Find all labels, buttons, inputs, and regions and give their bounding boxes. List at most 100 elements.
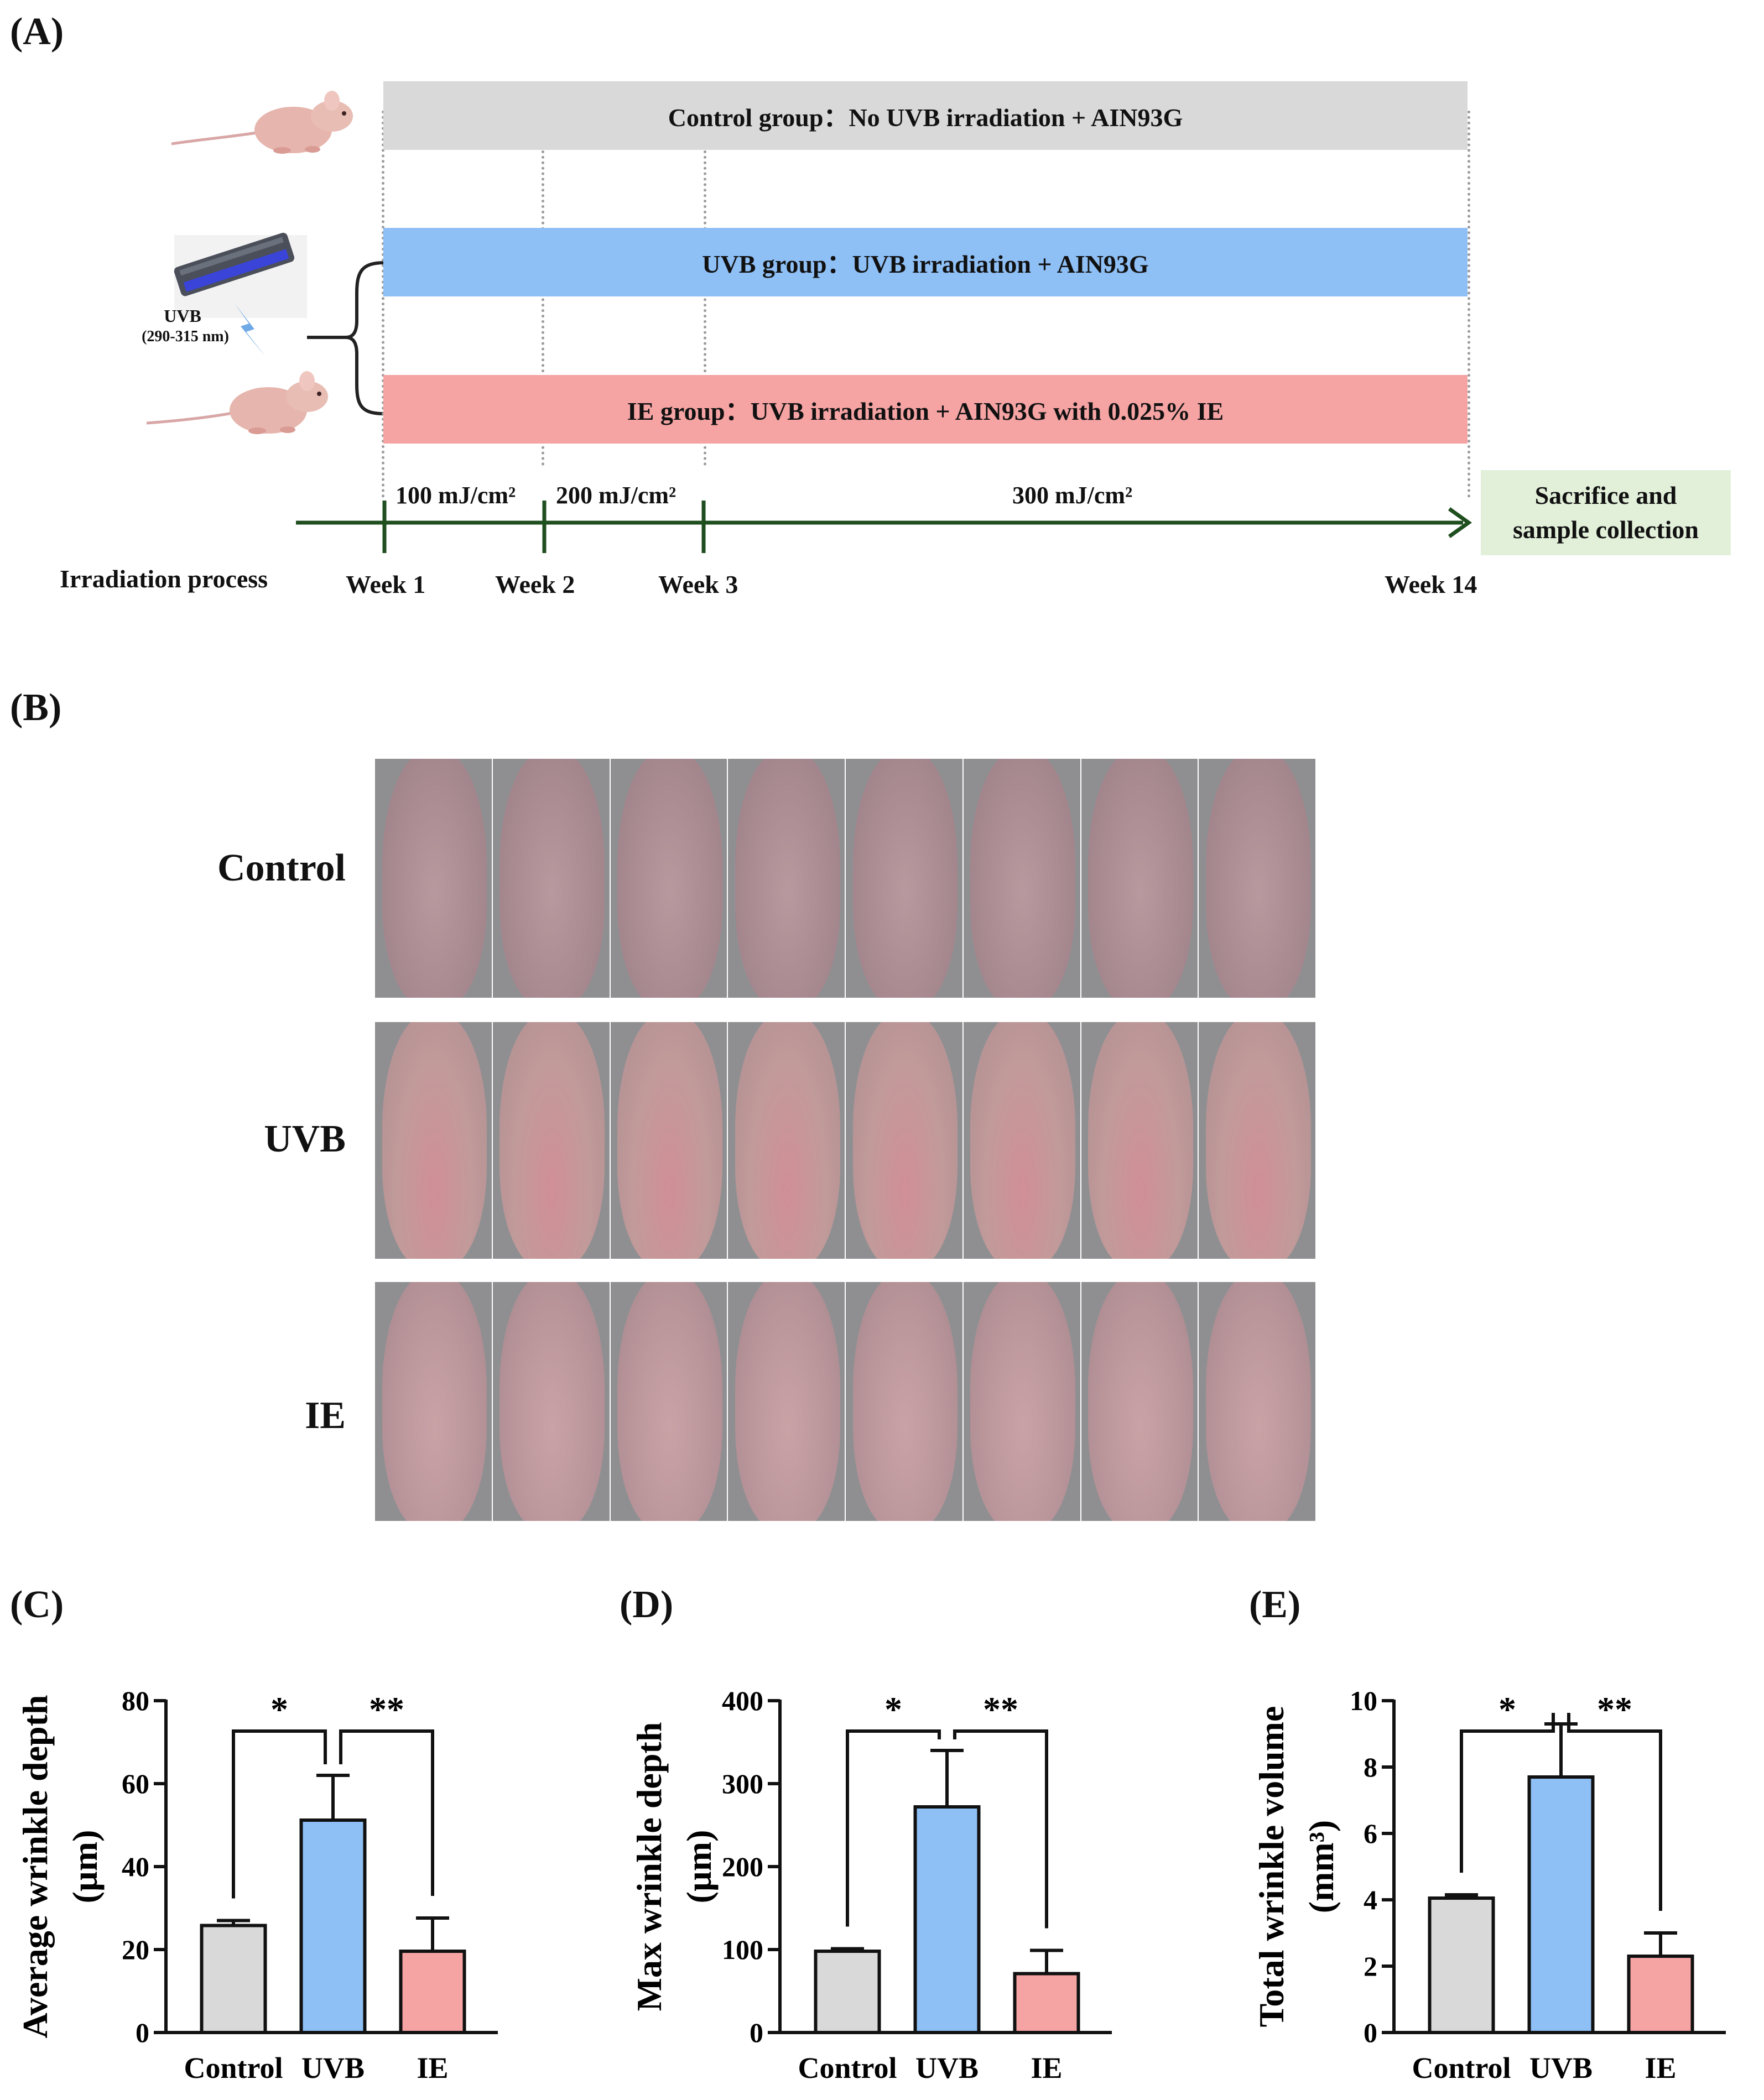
y-tick-label: 20 bbox=[122, 1934, 149, 1965]
x-category-label: IE bbox=[1031, 2051, 1062, 2085]
week14-guide bbox=[1468, 111, 1470, 498]
mouse-photo bbox=[610, 759, 727, 998]
x-category-label: IE bbox=[1645, 2051, 1676, 2085]
significance-bracket bbox=[339, 1729, 434, 1896]
mouse-photo bbox=[375, 1022, 492, 1259]
mouse-photo bbox=[492, 1282, 610, 1521]
mouse-photo bbox=[728, 1022, 845, 1259]
mouse-photo bbox=[963, 1022, 1080, 1259]
week-2-label: Week 2 bbox=[495, 570, 575, 598]
mouse-photo bbox=[1081, 1282, 1198, 1521]
significance-bracket bbox=[953, 1729, 1048, 1929]
y-tick-label: 400 bbox=[722, 1685, 763, 1716]
y-axis-title: Average wrinkle depth bbox=[15, 1695, 55, 2039]
ie-group-bar: IE group：UVB irradiation + AIN93G with 0… bbox=[383, 375, 1468, 444]
mouse-photo bbox=[728, 1282, 845, 1521]
y-tick-label: 8 bbox=[1364, 1752, 1377, 1783]
dose-week3-plus: 300 mJ/cm² bbox=[1012, 482, 1133, 509]
endpoint-line1: Sacrifice and bbox=[1534, 481, 1677, 509]
irradiated-mouse-icon bbox=[146, 371, 328, 434]
significance-marker: * bbox=[884, 1690, 902, 1729]
y-axis-unit: (mm³) bbox=[1302, 1820, 1341, 1913]
row-label-control: Control bbox=[217, 847, 346, 889]
control-mouse-icon bbox=[171, 91, 353, 154]
panel-e-label: (E) bbox=[1249, 1583, 1301, 1626]
x-category-label: Control bbox=[798, 2051, 897, 2085]
timeline-arrow bbox=[296, 501, 1472, 553]
endpoint-line2: sample collection bbox=[1513, 515, 1699, 544]
significance-marker: ** bbox=[369, 1690, 404, 1729]
mouse-photo bbox=[1081, 759, 1198, 998]
mouse-photo bbox=[1199, 1022, 1315, 1259]
uvb-lamp-icon bbox=[174, 232, 307, 357]
significance-marker: * bbox=[1498, 1690, 1516, 1729]
x-category-label: UVB bbox=[301, 2051, 365, 2085]
bar-uvb bbox=[299, 1818, 367, 2034]
significance-marker: ** bbox=[1597, 1690, 1632, 1729]
irradiation-process-label: Irradiation process bbox=[60, 565, 268, 593]
y-tick-label: 80 bbox=[122, 1685, 149, 1716]
bar-ie bbox=[1013, 1972, 1080, 2034]
significance-marker: * bbox=[270, 1690, 288, 1729]
mouse-photo bbox=[1199, 759, 1315, 998]
panel-b-label: (B) bbox=[10, 686, 62, 729]
significance-bracket bbox=[1567, 1713, 1662, 1911]
x-category-label: IE bbox=[417, 2051, 448, 2085]
x-category-label: UVB bbox=[1529, 2051, 1593, 2085]
bar-ie bbox=[399, 1950, 466, 2034]
significance-bracket bbox=[232, 1729, 327, 1899]
week-14-label: Week 14 bbox=[1385, 570, 1477, 598]
y-tick-label: 100 bbox=[722, 1934, 763, 1965]
week-1-label: Week 1 bbox=[346, 570, 426, 598]
week3-guide bbox=[704, 150, 706, 466]
uvb-photo-row bbox=[375, 1022, 1315, 1259]
mouse-photo bbox=[728, 759, 845, 998]
bar-uvb bbox=[1527, 1775, 1595, 2034]
row-label-uvb: UVB bbox=[264, 1118, 346, 1160]
y-tick-label: 6 bbox=[1364, 1818, 1377, 1849]
y-axis-title: Total wrinkle volume bbox=[1252, 1706, 1291, 2028]
panel-c-label: (C) bbox=[10, 1583, 64, 1626]
endpoint-box: Sacrifice and sample collection bbox=[1481, 470, 1731, 555]
chart-average-wrinkle-depth: Average wrinkle depth(µm) 0 20 40 60 80Contro… bbox=[15, 1685, 498, 2085]
ie-photo-row bbox=[375, 1282, 1315, 1521]
week2-guide bbox=[542, 150, 544, 466]
bar-uvb bbox=[913, 1805, 981, 2034]
y-axis-unit: (µm) bbox=[65, 1830, 105, 1904]
chart-max-wrinkle-depth: Max wrinkle depth(µm)0100200300400Contro… bbox=[629, 1685, 1112, 2085]
significance-bracket bbox=[1460, 1713, 1555, 1873]
group-brace bbox=[307, 261, 385, 415]
week1-guide bbox=[382, 111, 384, 498]
x-category-label: UVB bbox=[915, 2051, 979, 2085]
week-3-label: Week 3 bbox=[658, 570, 738, 598]
y-tick-label: 40 bbox=[122, 1851, 149, 1882]
mouse-photo bbox=[846, 1022, 962, 1259]
mouse-photo bbox=[492, 759, 610, 998]
y-tick-label: 4 bbox=[1364, 1884, 1377, 1915]
y-tick-label: 0 bbox=[136, 2017, 149, 2048]
y-tick-label: 300 bbox=[722, 1768, 763, 1799]
mouse-photo bbox=[610, 1282, 727, 1521]
y-tick-label: 0 bbox=[1364, 2017, 1377, 2048]
bar-control bbox=[1428, 1896, 1495, 2034]
significance-bracket bbox=[846, 1729, 941, 1927]
y-tick-label: 60 bbox=[122, 1768, 149, 1799]
control-photo-row bbox=[375, 759, 1315, 998]
y-axis-unit: (µm) bbox=[679, 1830, 719, 1904]
y-tick-label: 10 bbox=[1350, 1685, 1377, 1716]
significance-marker: ** bbox=[983, 1690, 1018, 1729]
bar-control bbox=[814, 1950, 881, 2034]
mouse-photo bbox=[610, 1022, 727, 1259]
uvb-group-bar: UVB group：UVB irradiation + AIN93G bbox=[383, 228, 1468, 296]
x-category-label: Control bbox=[184, 2051, 283, 2085]
bar-ie bbox=[1627, 1955, 1694, 2034]
mouse-photo bbox=[1199, 1282, 1315, 1521]
mouse-photo bbox=[963, 759, 1080, 998]
row-label-ie: IE bbox=[305, 1394, 346, 1437]
uvb-text: UVB bbox=[164, 306, 201, 326]
uvb-range-text: (290-315 nm) bbox=[142, 328, 229, 345]
bar-control bbox=[200, 1924, 267, 2034]
panel-d-label: (D) bbox=[620, 1583, 674, 1626]
x-category-label: Control bbox=[1412, 2051, 1511, 2085]
